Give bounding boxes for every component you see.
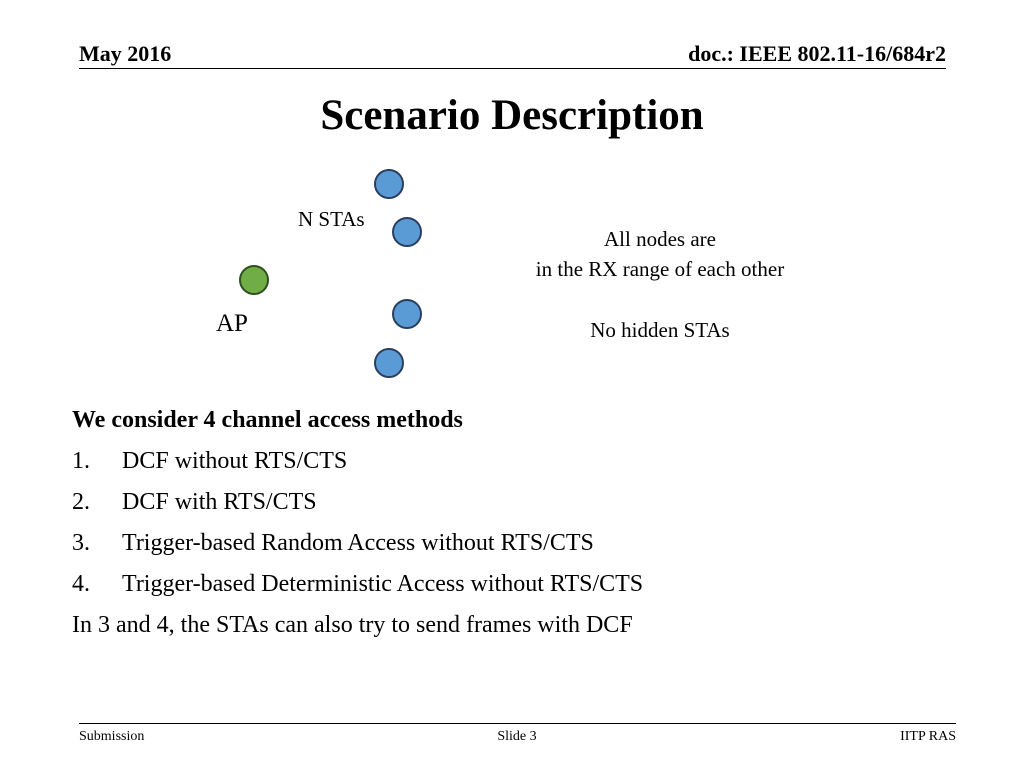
list-item-text: DCF without RTS/CTS	[122, 448, 348, 474]
list-item-number: 2.	[72, 489, 90, 515]
sta-group-label: N STAs	[298, 207, 365, 231]
sta-node-1	[374, 169, 404, 199]
hidden-sta-note: No hidden STAs	[590, 318, 730, 342]
range-note-line-1: All nodes are	[604, 227, 716, 251]
footer-divider	[79, 723, 956, 724]
footer-slide-number: Slide 3	[497, 729, 537, 744]
list-item: 4. Trigger-based Deterministic Access wi…	[72, 564, 952, 605]
list-item-text: Trigger-based Deterministic Access witho…	[122, 571, 644, 597]
header-date: May 2016	[79, 41, 172, 66]
footer-submission: Submission	[79, 729, 145, 744]
list-item-number: 4.	[72, 571, 90, 597]
ap-label: AP	[216, 310, 248, 337]
list-item-number: 1.	[72, 448, 90, 474]
list-item: 3. Trigger-based Random Access without R…	[72, 523, 952, 564]
header-doc-id: doc.: IEEE 802.11-16/684r2	[688, 41, 946, 66]
list-item-text: DCF with RTS/CTS	[122, 489, 317, 515]
methods-intro: We consider 4 channel access methods	[72, 407, 463, 433]
slide-body: We consider 4 channel access methods 1. …	[72, 400, 952, 646]
list-item: 1. DCF without RTS/CTS	[72, 441, 952, 482]
list-item: 2. DCF with RTS/CTS	[72, 482, 952, 523]
sta-node-4	[374, 348, 404, 378]
ap-node	[239, 265, 269, 295]
header-divider	[79, 68, 946, 69]
methods-closing-note: In 3 and 4, the STAs can also try to sen…	[72, 612, 633, 638]
footer-organization: IITP RAS	[900, 729, 956, 744]
sta-node-3	[392, 299, 422, 329]
list-item-text: Trigger-based Random Access without RTS/…	[122, 530, 594, 556]
list-item-number: 3.	[72, 530, 90, 556]
range-note-line-2: in the RX range of each other	[535, 257, 785, 281]
sta-node-2	[392, 217, 422, 247]
slide-title: Scenario Description	[320, 92, 704, 139]
methods-list: 1. DCF without RTS/CTS 2. DCF with RTS/C…	[72, 441, 952, 605]
